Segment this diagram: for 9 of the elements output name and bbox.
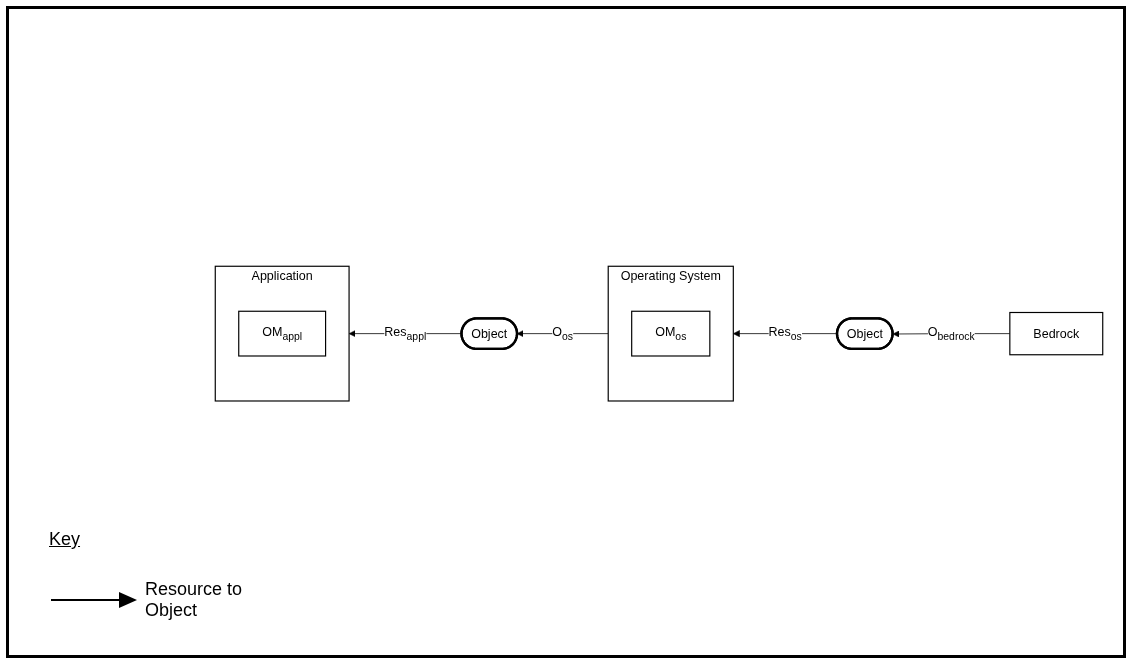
node-box: Bedrock (1009, 312, 1104, 356)
edge-label: Res$_{appl}$ (384, 325, 427, 343)
edge-label: Res$_{os}$ (768, 325, 802, 343)
key-heading: Key (49, 529, 81, 550)
node-box: OM$_{appl}$ (238, 311, 327, 357)
edge-label: O$_{os}$ (552, 325, 573, 343)
edge-label: O$_{bedrock}$ (927, 325, 975, 343)
legend-text: Resource to Object (145, 579, 244, 621)
node-box: OM$_{os}$ (631, 311, 711, 357)
